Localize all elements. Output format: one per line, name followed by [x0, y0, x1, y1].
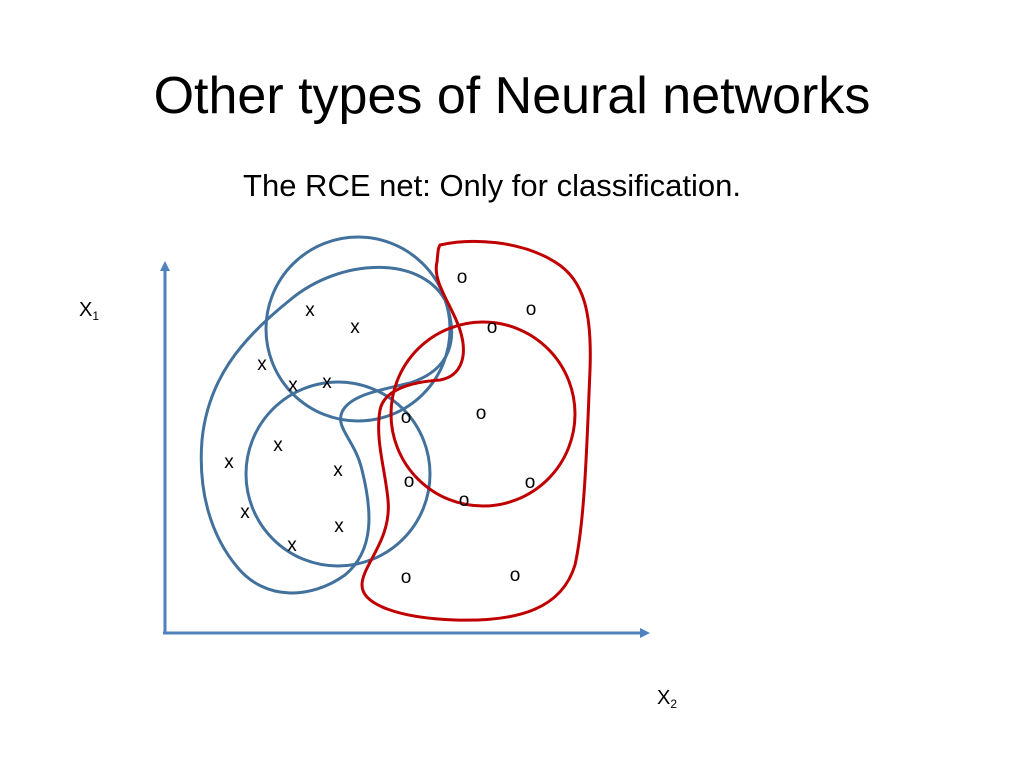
- o-point: o: [401, 407, 412, 428]
- x2-axis-label: X2: [657, 686, 677, 716]
- o-point: o: [510, 565, 521, 586]
- x-point: x: [288, 375, 298, 396]
- x1-letter: X: [79, 299, 93, 321]
- slide-title: Other types of Neural networks: [153, 67, 871, 125]
- o-point: o: [401, 567, 412, 588]
- slide-subtitle: The RCE net: Only for classification.: [243, 168, 741, 203]
- x-point: x: [305, 300, 315, 321]
- x-point: x: [322, 372, 332, 393]
- o-class-points: o o o o o o o o o o: [401, 267, 537, 588]
- o-class-circle: [389, 320, 577, 508]
- x-point: x: [350, 317, 360, 338]
- x-class-enclosing-region: [199, 265, 454, 595]
- o-point: o: [476, 403, 487, 424]
- x-point: x: [240, 502, 250, 523]
- o-point: o: [457, 267, 468, 288]
- o-point: o: [459, 490, 470, 511]
- x-class-regions: [199, 235, 454, 595]
- x-class-points: x x x x x x x x x x x: [224, 300, 360, 556]
- o-point: o: [525, 472, 536, 493]
- x1-axis-label: X1: [79, 298, 99, 328]
- x2-subscript: 2: [670, 697, 678, 711]
- o-point: o: [487, 317, 498, 338]
- x-class-lower-circle: [244, 380, 432, 568]
- x1-subscript: 1: [92, 309, 100, 323]
- x-point: x: [287, 535, 297, 556]
- x-point: x: [257, 354, 267, 375]
- x-point: x: [333, 460, 343, 481]
- o-point: o: [404, 471, 415, 492]
- x-point: x: [273, 435, 283, 456]
- o-point: o: [526, 299, 537, 320]
- o-class-regions: [360, 239, 592, 622]
- x-point: x: [224, 452, 234, 473]
- o-class-enclosing-region: [360, 239, 592, 622]
- x-point: x: [334, 516, 344, 537]
- x2-letter: X: [657, 687, 671, 709]
